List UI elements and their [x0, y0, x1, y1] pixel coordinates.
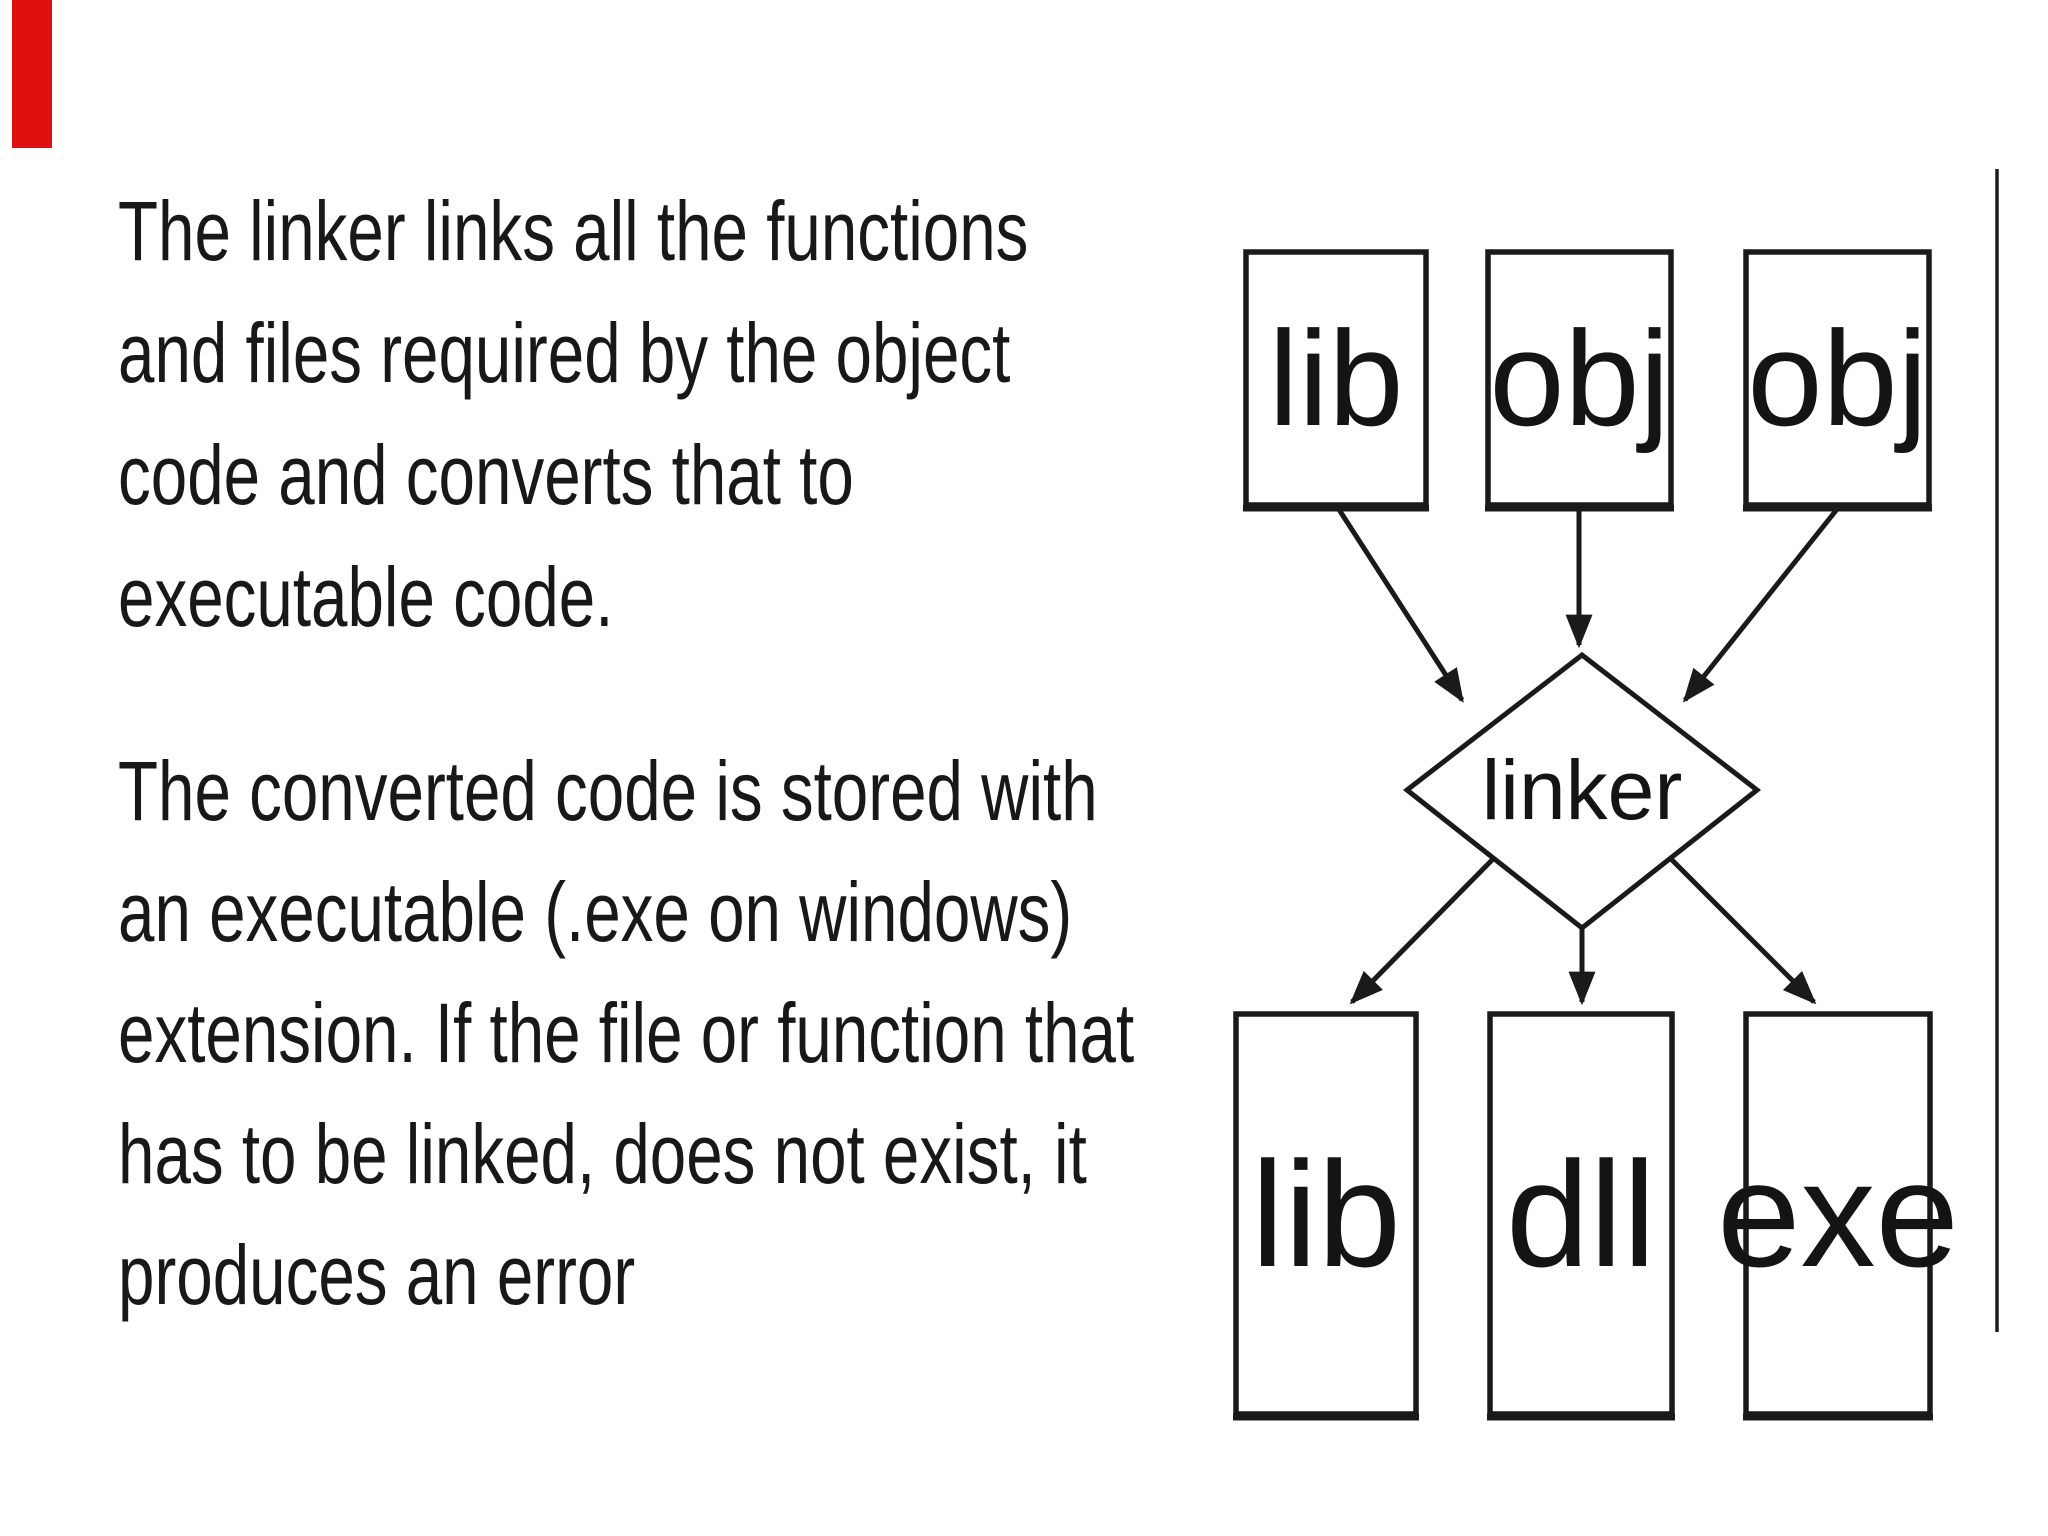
bottom-box-dll [1487, 1011, 1675, 1421]
top-box-obj-1 [1485, 249, 1674, 512]
red-accent-bar [12, 0, 52, 148]
bottom-box-lib [1233, 1011, 1419, 1421]
bottom-box-exe [1743, 1011, 1933, 1421]
top-box-lib [1243, 249, 1429, 512]
arrow-linker-to-lib [1349, 856, 1496, 1005]
arrow-linker-to-exe [1668, 856, 1817, 1005]
arrow-lib-to-linker [1335, 506, 1465, 703]
paragraph-linker-function: The linker links all the functions and f… [118, 184, 1029, 644]
paragraph-executable-extension: The converted code is stored with an exe… [118, 744, 1135, 1322]
arrow-obj2-to-linker [1682, 506, 1840, 703]
top-box-obj-2 [1743, 249, 1932, 512]
